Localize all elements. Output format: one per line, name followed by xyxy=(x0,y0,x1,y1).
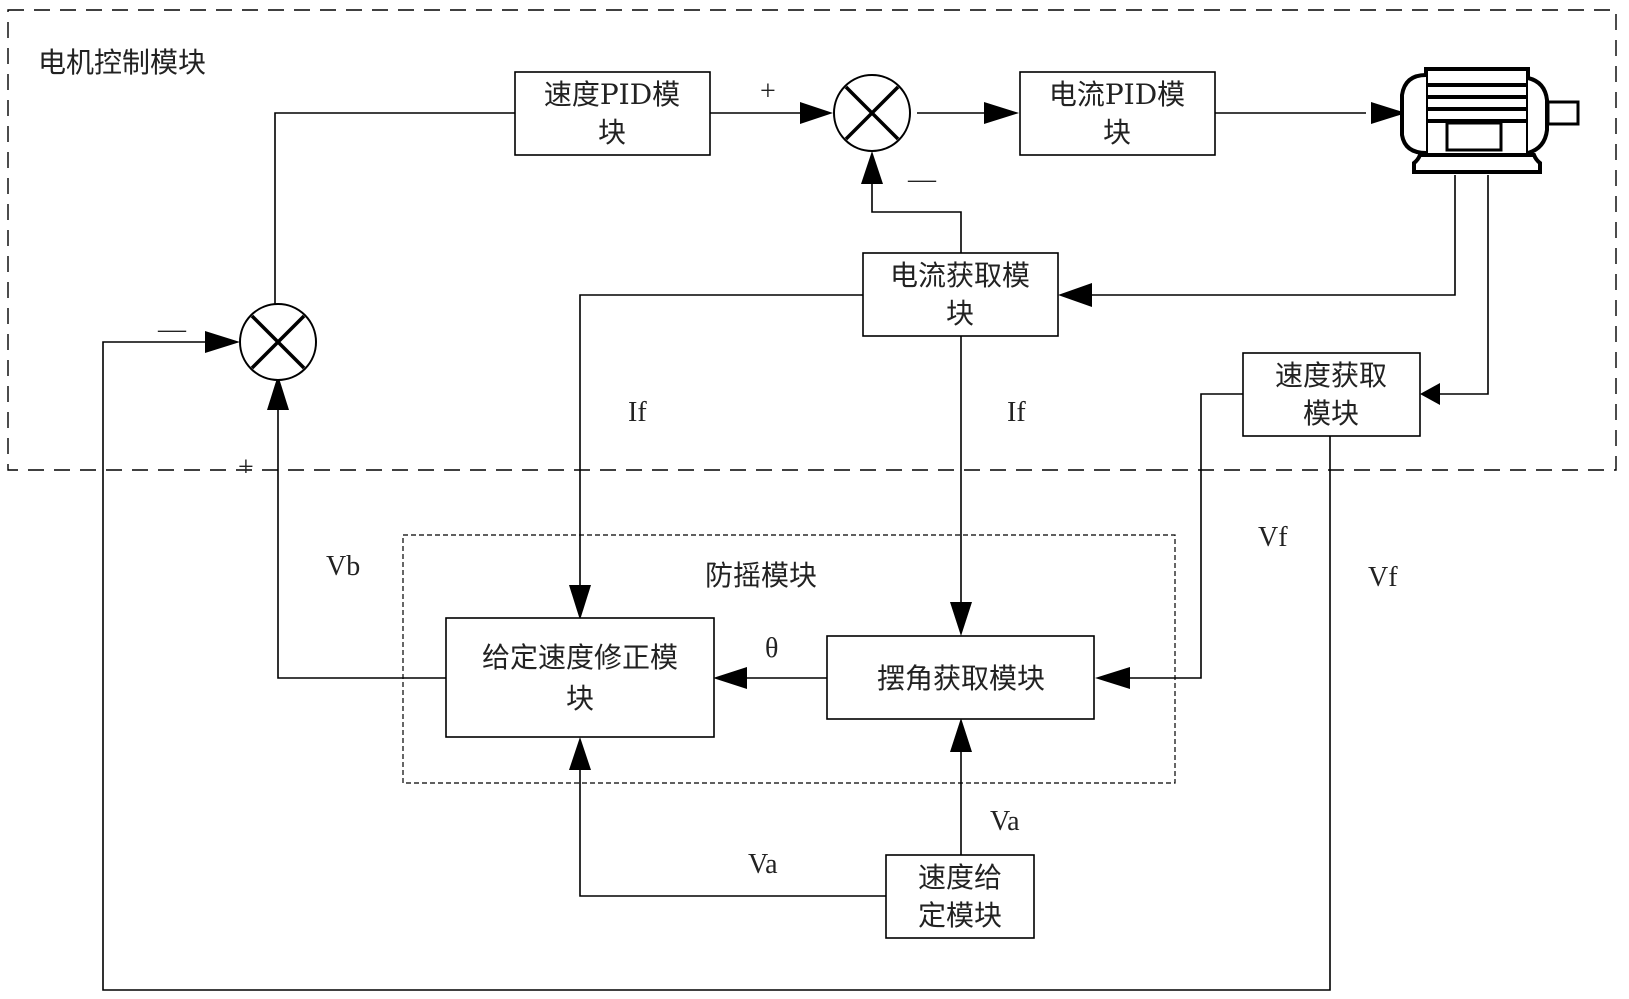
summing-junction-icon xyxy=(833,74,911,152)
speed-pid-block: 速度PID模 块 xyxy=(514,71,711,156)
electric-motor-icon xyxy=(1400,67,1580,174)
wire-motor-to-speed-acquire xyxy=(1440,175,1489,395)
speed-correction-block: 给定速度修正模 块 xyxy=(445,617,715,738)
speed-given-block: 速度给 定模块 xyxy=(885,854,1035,939)
current-acquire-block: 电流获取模 块 xyxy=(862,252,1059,337)
motor-control-group-border xyxy=(7,9,1617,471)
arrow-if-into-swing-angle xyxy=(950,602,972,636)
wire-vf-to-swing-angle xyxy=(1130,393,1243,679)
signal-label-if-left: If xyxy=(628,397,647,428)
arrow-into-current-acquire xyxy=(1058,283,1092,307)
wire-vf-to-sum1 xyxy=(102,341,1331,991)
signal-label-if-right: If xyxy=(1007,397,1026,428)
svg-text:摆角获取模块: 摆角获取模块 xyxy=(877,662,1045,695)
wire-current-acquire-to-sum2 xyxy=(871,180,962,253)
summing-junction-icon xyxy=(239,303,317,381)
speed-acquire-block: 速度获取 模块 xyxy=(1242,352,1421,437)
svg-text:速度给: 速度给 xyxy=(918,861,1002,894)
svg-text:速度获取: 速度获取 xyxy=(1275,359,1387,392)
arrow-theta-into-speed-correction xyxy=(713,667,747,689)
arrow-into-motor xyxy=(1371,102,1406,124)
svg-text:块: 块 xyxy=(1103,116,1131,149)
sum2-minus-sign: — xyxy=(907,164,937,195)
sum1-plus-sign: + xyxy=(238,452,254,483)
arrow-into-speed-acquire xyxy=(1420,383,1440,405)
signal-label-vf-inner: Vf xyxy=(1258,522,1288,553)
signal-label-vf-outer: Vf xyxy=(1368,562,1398,593)
signal-label-va-right: Va xyxy=(990,806,1020,837)
svg-text:块: 块 xyxy=(598,116,626,149)
svg-text:块: 块 xyxy=(566,682,594,715)
signal-label-theta: θ xyxy=(765,633,778,664)
svg-text:电流获取模: 电流获取模 xyxy=(890,259,1030,292)
arrow-if-into-speed-correction xyxy=(569,585,591,620)
current-pid-block: 电流PID模 块 xyxy=(1019,71,1216,156)
svg-text:给定速度修正模: 给定速度修正模 xyxy=(482,641,678,674)
anti-sway-group-border xyxy=(402,534,1176,784)
arrow-into-sum2-bottom xyxy=(861,151,883,184)
signal-label-va-left: Va xyxy=(748,849,778,880)
wire-sum1-to-speed-pid xyxy=(274,112,515,306)
arrow-into-current-pid xyxy=(984,102,1019,124)
motor-control-group-label: 电机控制模块 xyxy=(38,46,206,79)
sum1-minus-sign: — xyxy=(157,314,187,345)
arrow-va-into-speed-correction xyxy=(569,737,591,770)
signal-label-vb: Vb xyxy=(326,551,360,582)
arrow-into-sum1-bottom xyxy=(267,375,289,410)
wire-motor-to-current-acquire xyxy=(1085,175,1456,296)
arrow-vf-into-swing-angle xyxy=(1095,667,1130,689)
svg-text:电流PID模: 电流PID模 xyxy=(1049,78,1185,111)
sum2-plus-sign: + xyxy=(760,76,776,107)
svg-text:模块: 模块 xyxy=(1303,397,1359,430)
arrow-into-sum1-left xyxy=(205,331,240,353)
svg-text:速度PID模: 速度PID模 xyxy=(544,78,680,111)
svg-text:定模块: 定模块 xyxy=(918,899,1002,932)
anti-sway-group-label: 防摇模块 xyxy=(705,559,817,592)
svg-text:块: 块 xyxy=(946,297,974,330)
wire-vb-to-sum1 xyxy=(277,410,446,679)
wire-if-to-speed-correction xyxy=(579,294,863,597)
wire-va-to-speed-correction xyxy=(579,770,886,897)
arrow-into-sum2-left xyxy=(800,102,833,124)
arrow-va-into-swing-angle xyxy=(950,718,972,752)
swing-angle-block: 摆角获取模块 xyxy=(826,635,1095,720)
